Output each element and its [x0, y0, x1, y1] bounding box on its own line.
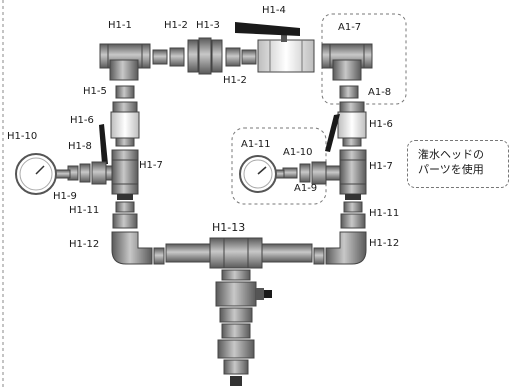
handle-h1-8: [99, 124, 108, 164]
label-h1-7-left: H1-7: [139, 160, 163, 171]
fitting-h1-9: [67, 161, 113, 185]
fitting-h1-7-right: [339, 149, 367, 200]
fitting-a1-9: [299, 161, 341, 185]
note-sprinkler-head-parts: 潅水ヘッドの パーツを使用: [407, 140, 509, 188]
label-a1-10: A1-10: [283, 147, 313, 158]
fitting-a1-7: [321, 43, 373, 81]
fitting-h1-5: [115, 85, 135, 99]
fitting-h1-2-right: [225, 47, 257, 67]
label-h1-10: H1-10: [7, 131, 38, 142]
fitting-h1-3: [187, 37, 223, 75]
label-h1-6-left: H1-6: [70, 115, 94, 126]
label-h1-11-left: H1-11: [69, 205, 100, 216]
manifold-h1-13: [153, 237, 325, 269]
fitting-h1-11-right: [340, 201, 366, 229]
fitting-a1-10: [282, 167, 298, 179]
lower-valve-assembly: [215, 269, 272, 386]
label-h1-6-right: H1-6: [369, 119, 393, 130]
elbow-h1-12-left: [111, 231, 153, 265]
label-a1-7: A1-7: [338, 22, 362, 33]
fitting-h1-1: [99, 43, 151, 81]
valve-h1-4: [235, 22, 315, 73]
note-line-1: 潅水ヘッドの: [418, 148, 484, 161]
gauge-h1-10: [15, 153, 71, 195]
label-h1-9: H1-9: [53, 191, 77, 202]
label-h1-3: H1-3: [196, 20, 220, 31]
valve-h1-6-right: [325, 101, 367, 152]
label-h1-1: H1-1: [108, 20, 132, 31]
label-h1-5: H1-5: [83, 86, 107, 97]
valve-h1-6-left: [110, 101, 140, 147]
label-h1-12-right: H1-12: [369, 238, 400, 249]
label-h1-12-left: H1-12: [69, 239, 100, 250]
label-h1-2-mid: H1-2: [223, 75, 247, 86]
fitting-h1-2-left: [152, 47, 185, 67]
fitting-a1-8: [339, 85, 359, 99]
note-line-2: パーツを使用: [418, 163, 484, 176]
label-h1-2-top: H1-2: [164, 20, 188, 31]
label-h1-11-right: H1-11: [369, 208, 400, 219]
label-h1-13: H1-13: [212, 221, 246, 234]
gauge-a1-11: [239, 155, 285, 193]
label-a1-9: A1-9: [294, 183, 318, 194]
fitting-h1-11-left: [112, 201, 138, 229]
label-h1-4: H1-4: [262, 5, 286, 16]
fitting-h1-7-left: [111, 149, 139, 200]
label-h1-7-right: H1-7: [369, 161, 393, 172]
a1-top-right-group: [321, 13, 407, 105]
label-h1-8: H1-8: [68, 141, 92, 152]
label-a1-8: A1-8: [368, 87, 392, 98]
elbow-h1-12-right: [325, 231, 367, 265]
label-a1-11: A1-11: [241, 139, 271, 150]
